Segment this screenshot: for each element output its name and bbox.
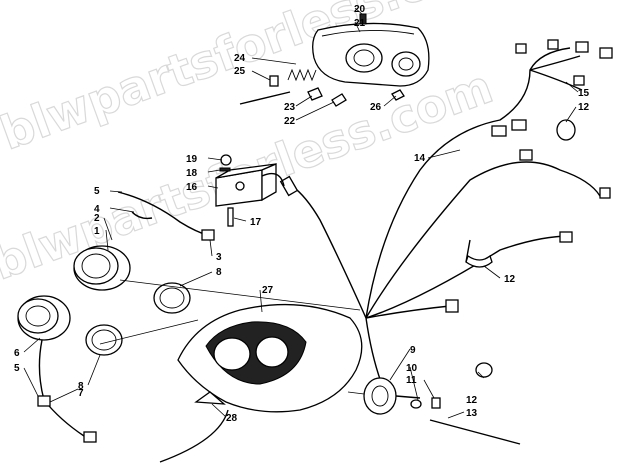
callout-13: 13: [466, 408, 478, 419]
callout-8b: 8: [78, 381, 84, 392]
callout-6: 6: [14, 348, 20, 359]
speedometer-drive: [347, 377, 521, 445]
callout-9: 9: [410, 345, 416, 356]
callout-12a: 12: [578, 102, 590, 113]
callout-16: 16: [186, 182, 198, 193]
callout-12c: 12: [466, 395, 478, 406]
callout-14: 14: [414, 153, 426, 164]
voltage-regulator: [215, 154, 285, 227]
callout-19: 19: [186, 154, 198, 165]
callout-7: 7: [78, 388, 84, 399]
callout-5b: 5: [14, 363, 20, 374]
headlight-assembly: [239, 13, 430, 107]
callout-12b: 12: [504, 274, 516, 285]
callout-22: 22: [284, 116, 296, 127]
callout-3: 3: [216, 252, 222, 263]
callout-2: 2: [94, 213, 100, 224]
callout-17: 17: [250, 217, 262, 228]
dash-panel: [159, 303, 363, 463]
callout-21: 21: [354, 18, 366, 29]
callout-23: 23: [284, 102, 296, 113]
callout-11: 11: [406, 375, 417, 386]
callout-27: 27: [262, 285, 274, 296]
wiring-harness: [279, 39, 613, 391]
callout-8a: 8: [216, 267, 222, 278]
callout-24: 24: [234, 53, 246, 64]
callout-26: 26: [370, 102, 382, 113]
callout-18: 18: [186, 168, 198, 179]
callout-15: 15: [578, 88, 590, 99]
callout-20: 20: [354, 4, 366, 15]
callout-25: 25: [234, 66, 246, 77]
leader-lines: [23, 7, 579, 419]
callouts: 5 4 2 1 3 8 6 5 8 7 19 18 16 17 20 21 24…: [14, 4, 590, 424]
callout-4: 4: [94, 204, 100, 215]
callout-1: 1: [94, 226, 100, 237]
callout-5a: 5: [94, 186, 100, 197]
callout-28: 28: [226, 413, 238, 424]
callout-10: 10: [406, 363, 418, 374]
gauges-left: [17, 191, 361, 443]
